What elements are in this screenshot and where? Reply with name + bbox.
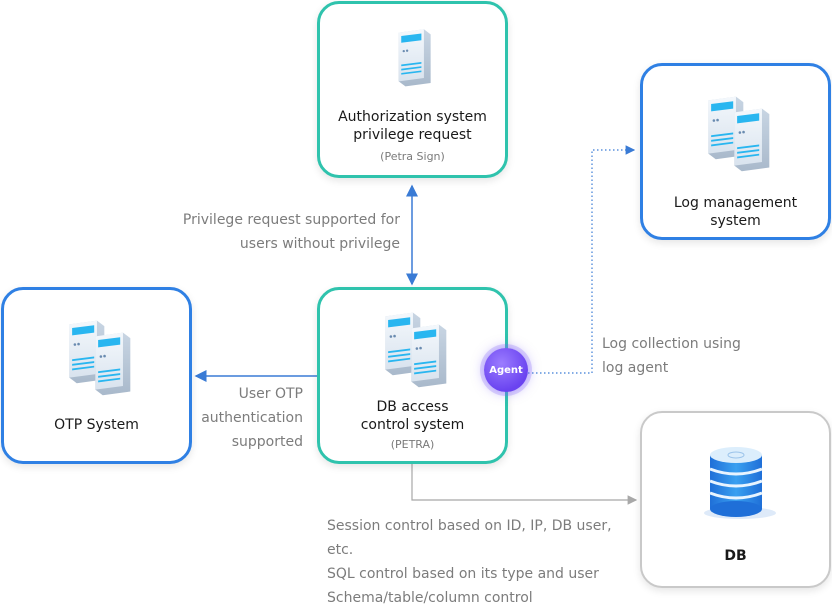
log-management-title: Log management system bbox=[673, 195, 798, 229]
log-connector bbox=[528, 145, 636, 374]
servers-icon bbox=[69, 320, 131, 396]
authorization-system-node: Authorization system privilege request (… bbox=[317, 1, 508, 178]
session-control-label: Session control based on ID, IP, DB user… bbox=[327, 518, 612, 606]
otp-system-node: OTP System bbox=[1, 287, 192, 464]
log-collection-label: Log collection using log agent bbox=[602, 336, 741, 376]
server-icon bbox=[392, 26, 434, 88]
authorization-system-title: Authorization system privilege request bbox=[338, 109, 487, 143]
otp-auth-label: User OTP authentication supported bbox=[201, 386, 303, 450]
authorization-system-subtitle: (Petra Sign) bbox=[380, 150, 445, 163]
log-management-node: Log management system bbox=[640, 63, 831, 240]
agent-badge: Agent bbox=[484, 348, 528, 392]
db-access-control-subtitle: (PETRA) bbox=[390, 438, 435, 451]
db-title: DB bbox=[724, 548, 747, 564]
otp-system-title: OTP System bbox=[54, 417, 139, 433]
connectors bbox=[194, 145, 638, 505]
database-icon bbox=[704, 447, 776, 519]
db-connector bbox=[411, 463, 638, 505]
db-access-control-title: DB access control system bbox=[360, 399, 465, 433]
db-node: DB bbox=[640, 411, 831, 588]
db-access-control-node: DB access control system (PETRA) bbox=[317, 287, 508, 464]
servers-icon bbox=[385, 312, 447, 388]
privilege-label: Privilege request supported for users wi… bbox=[182, 212, 400, 252]
servers-icon bbox=[708, 96, 770, 172]
